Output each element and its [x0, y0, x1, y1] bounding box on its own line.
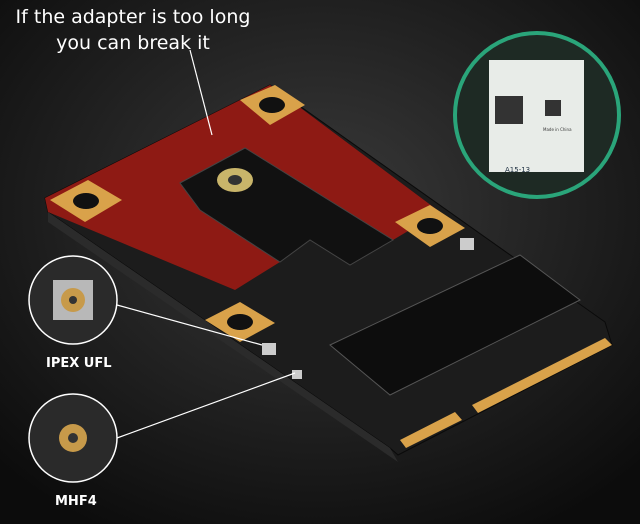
mhf4-label: MHF4	[55, 494, 97, 509]
antenna-connector	[262, 343, 276, 355]
card-origin: Made in China	[543, 127, 572, 132]
card-marking: A15-13	[505, 166, 530, 174]
m2-slot	[329, 254, 581, 396]
edge-connector-right	[472, 338, 612, 413]
caption-line-2: you can break it	[56, 32, 210, 54]
caption-line-1: If the adapter is too long	[15, 6, 251, 28]
antenna-connector	[292, 370, 302, 379]
board-edge	[48, 212, 398, 462]
caption: If the adapter is too long you can break…	[8, 4, 258, 56]
ipex-label: IPEX UFL	[46, 356, 112, 371]
edge-connector-left	[400, 412, 462, 448]
antenna-connector	[460, 238, 474, 250]
breakaway-section	[45, 85, 440, 290]
